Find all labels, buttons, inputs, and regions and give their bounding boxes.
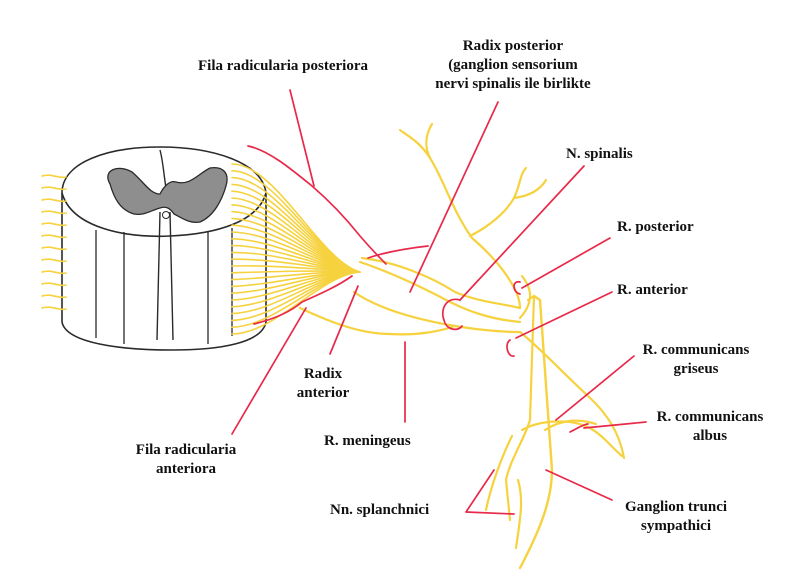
label-r-posterior: R. posterior — [617, 218, 694, 237]
leader-n-spinalis — [460, 166, 584, 300]
dorsal-ramus-branch-3 — [426, 124, 432, 158]
label-r-meningeus: R. meningeus — [324, 432, 411, 451]
leader-r-comm-griseus — [556, 356, 634, 420]
central-canal — [163, 212, 170, 219]
leader-ganglion — [546, 470, 612, 500]
bracket-posterior-root — [368, 246, 428, 258]
dorsal-ramus-branch — [470, 168, 526, 236]
label-n-spinalis: N. spinalis — [566, 145, 633, 164]
label-ganglion-trunci-sympathici: Ganglion trunci sympathici — [614, 498, 738, 536]
ring-r-posterior — [514, 282, 520, 294]
posterior-root-2 — [362, 258, 520, 308]
label-radix-anterior: Radix anterior — [283, 365, 363, 403]
label-fila-radicularia-posteriora: Fila radicularia posteriora — [198, 57, 368, 76]
ring-r-anterior — [507, 340, 514, 356]
leader-radix-anterior — [330, 286, 358, 354]
anterior-root — [354, 292, 520, 332]
label-r-communicans-albus: R. communicans albus — [648, 408, 772, 446]
label-fila-radicularia-anteriora: Fila radicularia anteriora — [112, 441, 260, 479]
dorsal-ramus — [400, 130, 520, 308]
posterior-ramus — [520, 276, 530, 318]
posterior-root — [360, 262, 520, 322]
leader-r-posterior — [522, 238, 610, 288]
label-r-communicans-griseus: R. communicans griseus — [634, 341, 758, 379]
ventral-ramus — [520, 332, 624, 458]
leader-radix-posterior — [410, 102, 498, 292]
label-nn-splanchnici: Nn. splanchnici — [330, 501, 429, 520]
label-r-anterior: R. anterior — [617, 281, 688, 300]
rootlet-fiber-left — [42, 175, 66, 177]
label-radix-posterior: Radix posterior (ganglion sensorium nerv… — [418, 37, 608, 94]
